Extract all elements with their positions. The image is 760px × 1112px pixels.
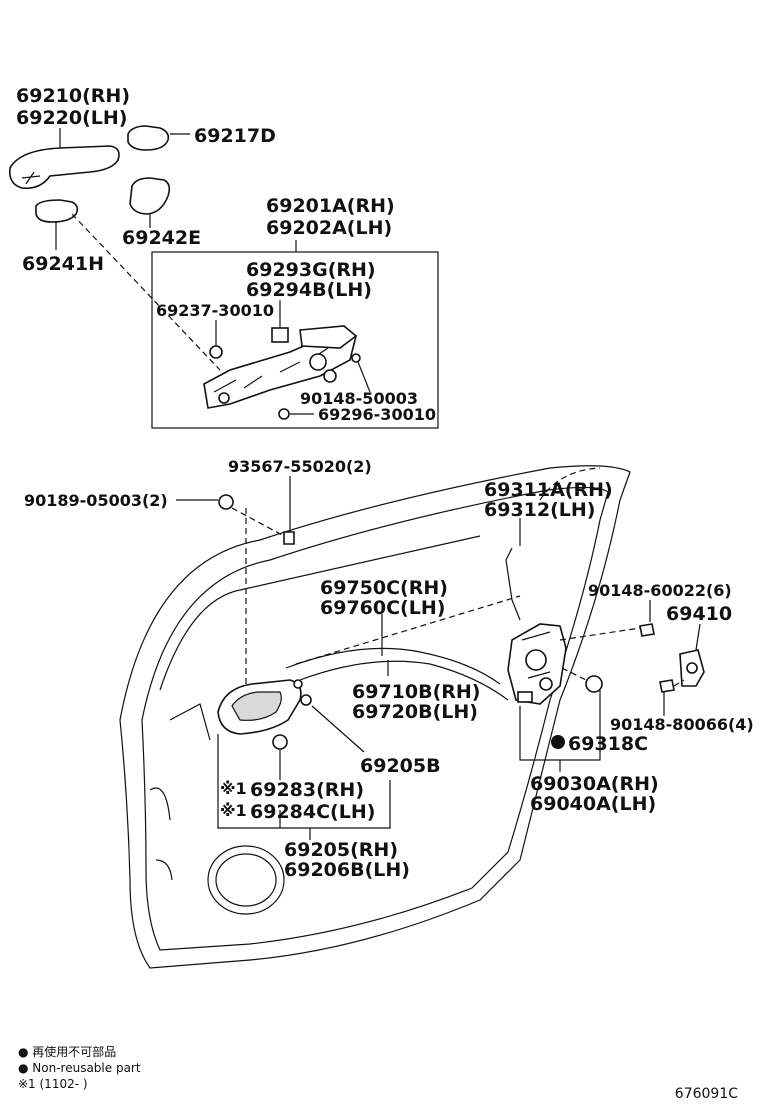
label-69206b: 69206B(LH) <box>284 859 410 881</box>
striker-screw-part <box>659 679 675 693</box>
label-90148-50003: 90148-50003 <box>300 389 418 408</box>
label-69210: 69210(RH) <box>16 85 130 107</box>
legend-line-1: ● 再使用不可部品 <box>18 1045 117 1059</box>
label-69296: 69296-30010 <box>318 405 436 424</box>
clip-part <box>209 345 223 359</box>
label-69294b: 69294B(LH) <box>246 279 372 301</box>
label-69760c: 69760C(LH) <box>320 597 445 619</box>
label-69293g: 69293G(RH) <box>246 259 376 281</box>
handle-pad-part <box>129 177 171 215</box>
label-69284c: 69284C(LH) <box>250 801 375 823</box>
label-mark-1: ※1 <box>220 779 247 798</box>
inside-handle-part <box>217 679 302 735</box>
label-69318c: 69318C <box>568 733 648 755</box>
label-69030a: 69030A(RH) <box>530 773 659 795</box>
outside-handle-part <box>8 145 120 190</box>
handle-gasket-part <box>35 199 79 223</box>
frame-assembly-box <box>151 251 439 429</box>
label-69750c: 69750C(RH) <box>320 577 448 599</box>
non-reusable-marker <box>551 735 565 749</box>
label-90189: 90189-05003(2) <box>24 491 168 510</box>
legend: ● 再使用不可部品 ● Non-reusable part ※1 (1102- … <box>18 1044 141 1092</box>
label-69311a: 69311A(RH) <box>484 479 613 501</box>
cylinder-part <box>271 327 289 343</box>
label-93567: 93567-55020(2) <box>228 457 372 476</box>
label-69205b: 69205B <box>360 755 441 777</box>
handle-cap-part <box>127 125 170 151</box>
label-90148-80066: 90148-80066(4) <box>610 715 754 734</box>
label-69217d: 69217D <box>194 125 276 147</box>
label-69312: 69312(LH) <box>484 499 595 521</box>
label-69242e: 69242E <box>122 227 201 249</box>
speaker-opening <box>207 845 285 915</box>
legend-line-2: ● Non-reusable part <box>18 1061 141 1075</box>
label-69205: 69205(RH) <box>284 839 398 861</box>
label-69202a: 69202A(LH) <box>266 217 392 239</box>
label-90148-60022: 90148-60022(6) <box>588 581 732 600</box>
label-69220: 69220(LH) <box>16 107 127 129</box>
label-69283: 69283(RH) <box>250 779 364 801</box>
lock-knob-part <box>272 734 288 750</box>
seal-part <box>585 675 603 693</box>
door-lock-assembly-part <box>507 623 567 705</box>
label-69237: 69237-30010 <box>156 301 274 320</box>
lock-rod-part <box>505 547 521 621</box>
outside-handle-frame-part <box>203 325 358 409</box>
lock-screw-part <box>639 623 655 637</box>
label-69241h: 69241H <box>22 253 104 275</box>
lock-cable <box>285 647 501 685</box>
screw-part-2 <box>278 408 290 420</box>
label-69410: 69410 <box>666 603 732 625</box>
label-69040a: 69040A(LH) <box>530 793 656 815</box>
label-mark-2: ※1 <box>220 801 247 820</box>
screw-part <box>351 353 361 363</box>
clip-pin-part <box>283 531 295 545</box>
grommet-part <box>218 494 234 510</box>
label-69201a: 69201A(RH) <box>266 195 395 217</box>
label-69710b: 69710B(RH) <box>352 681 480 703</box>
open-cable <box>299 660 509 701</box>
diagram-code: 676091C <box>674 1086 738 1102</box>
handle-bezel-part <box>300 694 312 706</box>
legend-line-3: ※1 (1102- ) <box>18 1077 88 1091</box>
label-69720b: 69720B(LH) <box>352 701 478 723</box>
